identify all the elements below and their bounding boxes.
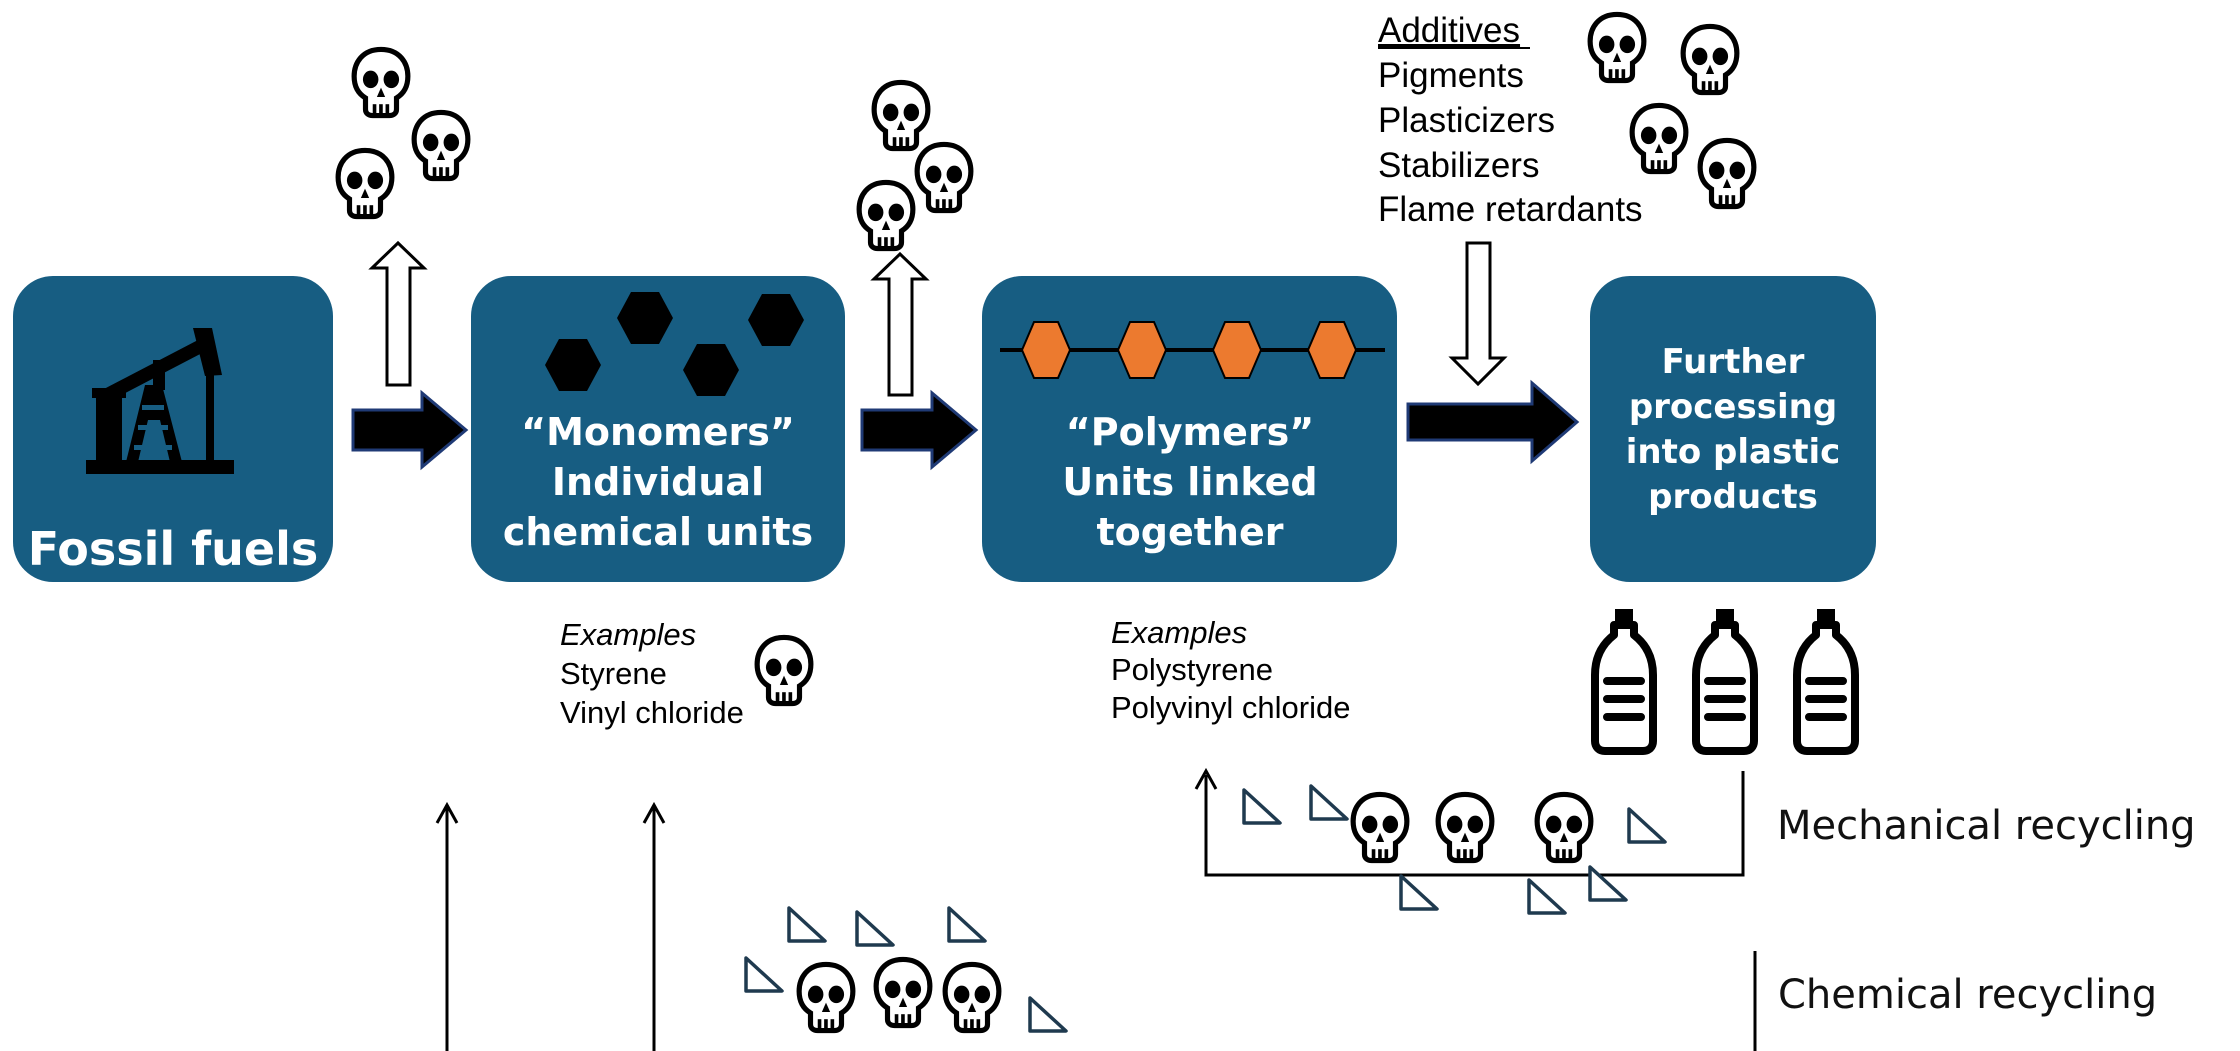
monomer-examples: Examples Styrene Vinyl chloride: [560, 617, 744, 730]
skull-icon: [1438, 794, 1492, 860]
processing-line-4: products: [1648, 477, 1818, 517]
monomers-subtitle-1: Individual: [552, 460, 764, 504]
skull-icon: [338, 150, 392, 216]
skull-icon: [799, 964, 853, 1030]
polymers-title: “Polymers”: [1066, 410, 1314, 454]
plastic-fragment-icon: [1028, 996, 1068, 1033]
hexagon-icon: [683, 344, 739, 396]
monomers-subtitle-2: chemical units: [503, 510, 813, 554]
skull-icon: [354, 49, 408, 115]
example-item: Polyvinyl chloride: [1111, 690, 1351, 725]
stage-further-processing: Further processing into plastic products: [1590, 276, 1876, 582]
skull-icon: [876, 959, 930, 1025]
processing-line-2: processing: [1629, 387, 1837, 427]
polymers-subtitle-2: together: [1097, 510, 1284, 554]
skull-icon: [414, 112, 468, 178]
skull-icon: [1590, 14, 1644, 80]
plastic-fragment-icon: [1399, 874, 1439, 911]
monomer-hexagons: [545, 292, 804, 396]
stage-polymers: “Polymers” Units linked together: [982, 276, 1397, 582]
plastic-fragment-icon: [1527, 878, 1567, 915]
plastic-products: [1595, 609, 1855, 751]
additives-heading: Additives: [1378, 11, 1520, 50]
chemical-recycling-label: Chemical recycling: [1778, 972, 2157, 1018]
additive-item: Stabilizers: [1378, 146, 1539, 185]
oil-pump-icon: [86, 328, 234, 474]
arrow-right-icon: [1406, 379, 1580, 465]
toxic-emissions-monomer-production: [338, 49, 468, 216]
monomers-title: “Monomers”: [521, 410, 795, 454]
examples-heading: Examples: [560, 617, 696, 652]
hexagon-icon: [545, 339, 601, 391]
skull-icon: [859, 182, 913, 248]
fossil-fuels-label: Fossil fuels: [28, 522, 319, 576]
hollow-arrow-up-icon: [870, 251, 930, 397]
arrow-right-icon: [860, 389, 979, 471]
skull-icon: [1632, 105, 1686, 171]
stage-fossil-fuels: Fossil fuels: [13, 276, 333, 582]
mechanical-recycling-label: Mechanical recycling: [1777, 803, 2196, 849]
toxic-emissions-polymer-production: [859, 82, 971, 248]
skull-icon: [1537, 794, 1591, 860]
hollow-arrow-down-icon: [1448, 241, 1508, 387]
arrow-right-icon: [351, 389, 469, 471]
skull-icon: [1353, 794, 1407, 860]
bottle-icon: [1595, 609, 1653, 751]
plastic-fragment-icon: [947, 906, 987, 943]
example-item: Polystyrene: [1111, 652, 1273, 687]
skull-icon: [1700, 140, 1754, 206]
example-item: Styrene: [560, 656, 667, 691]
examples-heading: Examples: [1111, 615, 1247, 650]
mechanical-recycling-loop: [1194, 767, 1745, 915]
plastic-fragment-icon: [1588, 865, 1628, 902]
hollow-arrow-up-icon: [368, 240, 428, 387]
chemical-recycling-loop: [435, 801, 1757, 1051]
plastic-fragment-icon: [1627, 807, 1667, 844]
skull-icon: [757, 637, 811, 703]
plastic-fragment-icon: [855, 910, 895, 947]
bottle-icon: [1797, 609, 1855, 751]
skull-icon: [1683, 26, 1737, 92]
hexagon-icon: [617, 292, 673, 344]
arrow-up-icon: [435, 801, 459, 824]
additive-item: Flame retardants: [1378, 190, 1643, 229]
plastic-fragment-icon: [744, 956, 784, 993]
arrow-up-icon: [642, 801, 666, 824]
example-item: Vinyl chloride: [560, 695, 744, 730]
skull-icon: [917, 144, 971, 210]
plastic-fragment-icon: [1309, 784, 1349, 821]
additive-item: Plasticizers: [1378, 101, 1555, 140]
plastic-fragment-icon: [787, 906, 827, 943]
additive-item: Pigments: [1378, 56, 1524, 95]
stage-monomers: “Monomers” Individual chemical units: [471, 276, 845, 582]
additives-list: Additives Pigments Plasticizers Stabiliz…: [1378, 11, 1643, 229]
flow-arrows: [351, 379, 1580, 471]
bottle-icon: [1696, 609, 1754, 751]
processing-line-3: into plastic: [1626, 432, 1841, 472]
hexagon-chain-icon: [1000, 321, 1385, 379]
emission-arrows: [368, 240, 1508, 397]
skull-icon: [874, 82, 928, 148]
polymers-subtitle-1: Units linked: [1062, 460, 1317, 504]
hexagon-icon: [748, 294, 804, 346]
skull-icon: [945, 964, 999, 1030]
polymer-examples: Examples Polystyrene Polyvinyl chloride: [1111, 615, 1351, 725]
plastic-fragment-icon: [1242, 788, 1282, 825]
toxic-additives: [1590, 14, 1754, 206]
processing-line-1: Further: [1662, 342, 1805, 382]
arrow-up-icon: [1194, 767, 1218, 790]
